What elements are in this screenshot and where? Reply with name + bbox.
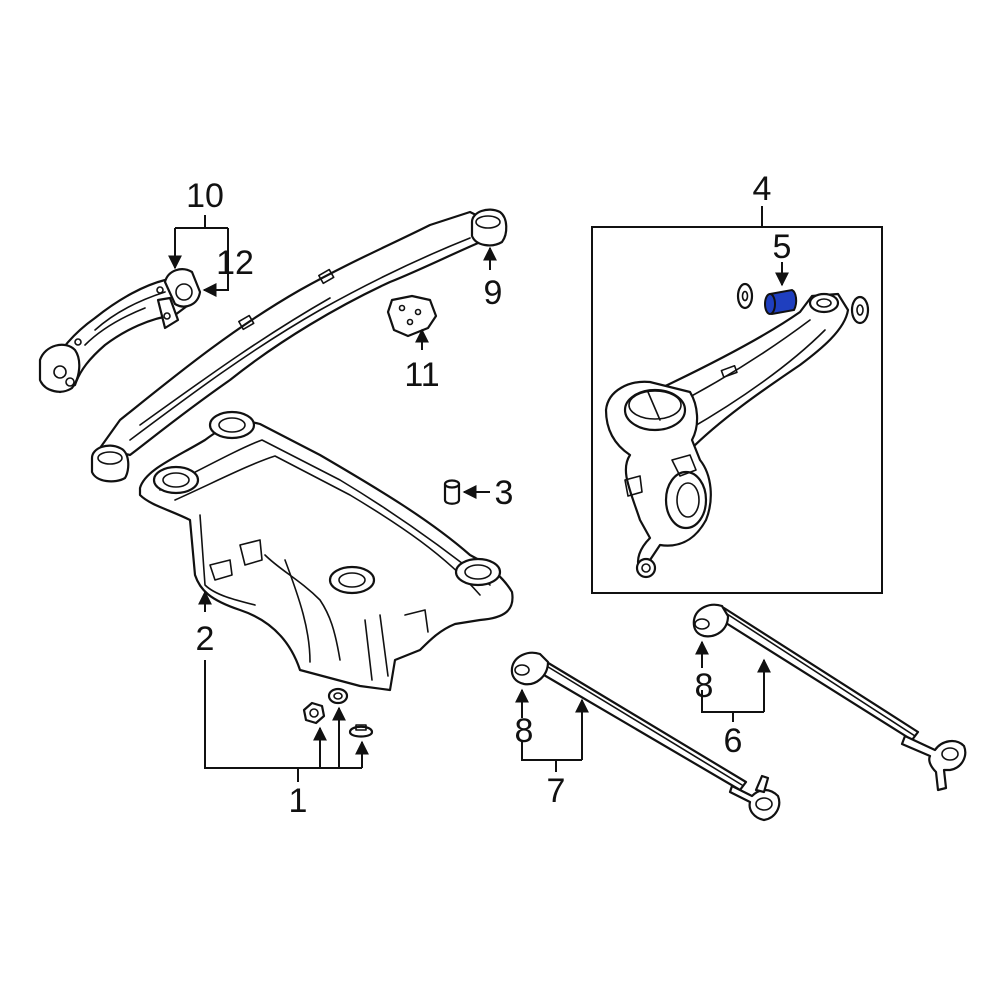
callout-3: 3 xyxy=(495,474,514,512)
bracket-part-11[interactable] xyxy=(386,294,438,338)
callout-2: 2 xyxy=(196,620,215,658)
hardware-part-1[interactable] xyxy=(302,687,374,738)
callout-11: 11 xyxy=(404,356,439,394)
callout-7: 7 xyxy=(547,772,566,810)
leader-lines xyxy=(168,206,789,782)
sleeve-part-3[interactable] xyxy=(443,479,461,505)
washer-right[interactable] xyxy=(850,295,870,325)
lateral-link-part-7[interactable] xyxy=(510,651,781,822)
inset-frame xyxy=(591,226,883,594)
callout-8-link6: 8 xyxy=(695,667,714,705)
callout-4: 4 xyxy=(753,170,772,208)
bushing-part-12[interactable] xyxy=(156,268,202,330)
callout-8-link7: 8 xyxy=(515,712,534,750)
callout-9: 9 xyxy=(484,274,503,312)
callout-12: 12 xyxy=(216,244,254,282)
callout-1: 1 xyxy=(289,782,308,820)
subframe-part-2[interactable] xyxy=(138,410,514,692)
callout-labels: 10 12 9 11 3 2 1 4 5 8 7 8 6 xyxy=(186,170,791,820)
callout-5: 5 xyxy=(773,228,792,266)
crossmember-part-9[interactable] xyxy=(90,208,508,483)
knuckle-arm-part-4[interactable] xyxy=(604,292,850,579)
washer-left[interactable] xyxy=(736,282,754,310)
bushing-part-5-highlighted[interactable] xyxy=(764,288,798,316)
lateral-link-part-6[interactable] xyxy=(692,603,967,792)
callout-10: 10 xyxy=(186,177,224,215)
callout-6: 6 xyxy=(724,722,743,760)
